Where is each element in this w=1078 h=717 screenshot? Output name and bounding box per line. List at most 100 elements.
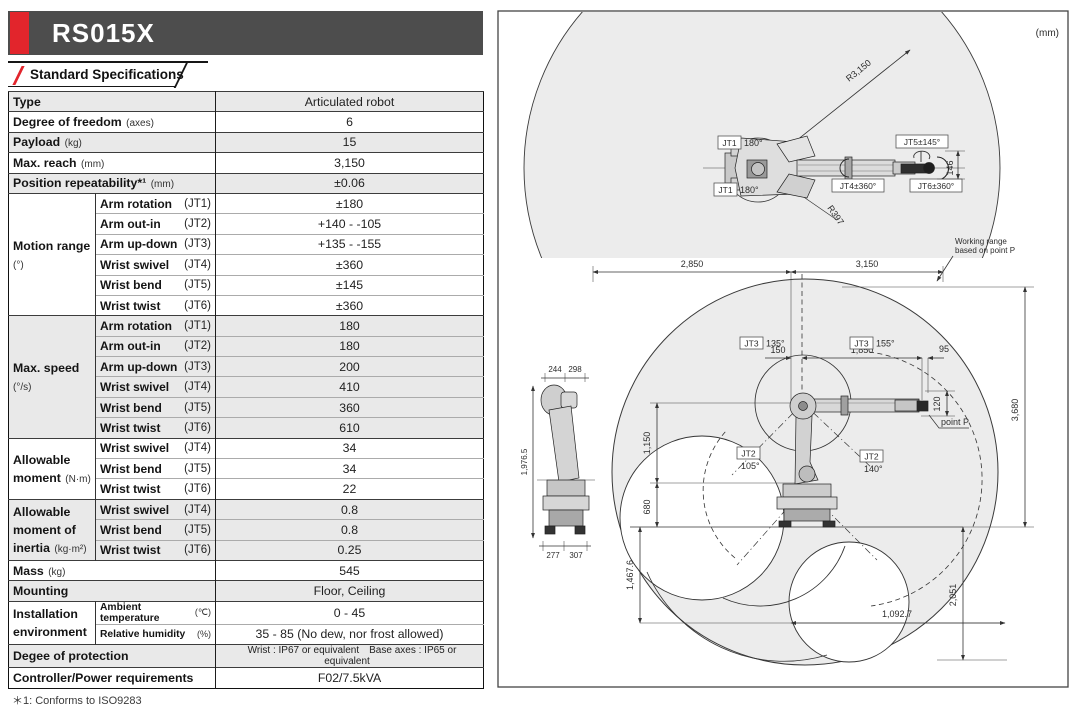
- spec-row: Wrist twist(JT6)610: [9, 417, 484, 439]
- dim-2051: 2,051: [948, 584, 958, 607]
- diagram-panel: (mm): [497, 10, 1069, 688]
- spec-row: Position repeatability*¹ (mm) ±0.06: [8, 172, 484, 194]
- svg-text:105°: 105°: [741, 461, 760, 471]
- svg-text:based on point P: based on point P: [955, 246, 1015, 255]
- dim-3680: 3,680: [1010, 399, 1020, 422]
- jt6-label: JT6±360°: [909, 178, 963, 193]
- spec-row: Type Articulated robot: [8, 90, 484, 112]
- jt3-label-right: JT3 155°: [849, 336, 895, 350]
- spec-row: Arm out-in(JT2)180: [9, 335, 484, 357]
- robot-side-view-silhouette: [776, 392, 929, 528]
- svg-text:JT3: JT3: [854, 339, 868, 349]
- spec-row: Arm out-in(JT2)+140 - -105: [9, 213, 484, 235]
- spec-row: Wrist bend(JT5)34: [9, 458, 484, 479]
- jt2-label-right: JT2 140°: [859, 449, 884, 474]
- group-label-installation: Installation environment: [8, 600, 96, 645]
- row-label: Position repeatability*¹: [13, 176, 147, 191]
- row-value: 3,150: [215, 152, 484, 174]
- group-label-allowable-moment: Allowable moment (N·m): [8, 437, 96, 500]
- dim-95: 95: [939, 344, 949, 354]
- svg-text:155°: 155°: [876, 339, 895, 349]
- side-view: 2,850 3,150 3,680 150 1,850 95 120 point…: [520, 259, 1034, 666]
- svg-text:JT2: JT2: [864, 452, 878, 462]
- spec-row: Mounting Floor, Ceiling: [8, 580, 484, 602]
- spec-row: Arm up-down(JT3)200: [9, 356, 484, 377]
- row-label: Max. reach: [13, 155, 77, 170]
- dim-3150: 3,150: [856, 259, 879, 269]
- svg-text:180°: 180°: [740, 185, 759, 195]
- spec-row: Wrist twist(JT6)0.25: [9, 539, 484, 561]
- spec-row: Degee of protection Wrist : IP67 or equi…: [8, 644, 484, 668]
- spec-row: Wrist swivel(JT4)410: [9, 376, 484, 398]
- svg-text:JT6±360°: JT6±360°: [918, 181, 954, 191]
- red-accent-bar: [10, 12, 29, 54]
- working-range-note: Working range based on point P: [936, 237, 1015, 282]
- section-ribbon: Standard Specifications: [8, 61, 208, 89]
- spec-row: Wrist bend(JT5)0.8: [9, 519, 484, 541]
- row-label: Degree of freedom: [13, 115, 122, 130]
- spec-row: Payload (kg) 15: [8, 131, 484, 153]
- spec-row: Installation environment Ambient tempera…: [8, 600, 484, 645]
- jt2-label-left: JT2 105°: [736, 446, 761, 471]
- dim-2850: 2,850: [681, 259, 704, 269]
- robot-top-view-silhouette: [724, 135, 949, 199]
- row-label: Type: [13, 94, 41, 109]
- dim-307: 307: [569, 551, 583, 560]
- spec-row: Controller/Power requirements F02/7.5kVA: [8, 667, 484, 689]
- dim-298: 298: [568, 365, 582, 374]
- row-value: ±0.06: [215, 172, 484, 194]
- jt3-label-left: JT3 135°: [739, 336, 785, 350]
- spec-row: Wrist bend(JT5)360: [9, 396, 484, 418]
- robot-profile-view: [540, 384, 590, 535]
- spec-row: Mass (kg) 545: [8, 559, 484, 581]
- group-label-motion-range: Motion range (°): [8, 192, 96, 316]
- group-label-moment-of-inertia: Allowable moment of inertia (kg·m²): [8, 498, 96, 561]
- spec-row: Allowable moment of inertia (kg·m²) Wris…: [8, 498, 484, 561]
- spec-row: Wrist twist(JT6)±360: [9, 294, 484, 316]
- row-value: 15: [215, 131, 484, 153]
- dim-244: 244: [548, 365, 562, 374]
- svg-text:JT2: JT2: [741, 449, 755, 459]
- jt1-label-bottom: JT1 180°: [713, 182, 759, 197]
- svg-text:135°: 135°: [766, 339, 785, 349]
- dim-1976: 1,976.5: [520, 448, 529, 475]
- row-value: Articulated robot: [215, 90, 484, 112]
- svg-text:JT4±360°: JT4±360°: [840, 181, 876, 191]
- spec-row: Wrist swivel(JT4)±360: [9, 254, 484, 276]
- spec-row: Wrist bend(JT5)±145: [9, 274, 484, 296]
- footnote: ＊1: Conforms to ISO9283: [12, 695, 142, 707]
- row-value: ±180: [215, 192, 484, 214]
- svg-text:Working range: Working range: [955, 237, 1007, 246]
- svg-text:180°: 180°: [744, 138, 763, 148]
- model-header-bar: RS015X: [8, 11, 483, 55]
- spec-row: Max. reach (mm) 3,150: [8, 152, 484, 174]
- point-p-label: point P: [941, 417, 969, 427]
- dim-120: 120: [932, 396, 942, 411]
- dim-680: 680: [642, 499, 652, 514]
- spec-row: Wrist twist(JT6)22: [9, 478, 484, 500]
- row-label: Payload: [13, 135, 61, 150]
- model-name: RS015X: [52, 18, 155, 48]
- row-value: 6: [215, 111, 484, 133]
- top-view: R3,150 R397 JT1 180° JT1 180° JT5±145° J…: [523, 12, 1001, 258]
- svg-text:140°: 140°: [864, 464, 883, 474]
- dim-146: 146: [945, 160, 955, 175]
- red-slash-icon: [12, 66, 25, 85]
- svg-text:JT3: JT3: [744, 339, 758, 349]
- spec-row: Max. speed (°/s) Arm rotation(JT1) 180: [8, 315, 484, 439]
- dim-1092: 1,092.7: [882, 609, 912, 619]
- spec-row: Motion range (°) Arm rotation(JT1) ±180: [8, 192, 484, 316]
- dim-1150: 1,150: [642, 432, 652, 455]
- svg-text:JT1: JT1: [722, 138, 736, 148]
- svg-text:JT1: JT1: [718, 185, 732, 195]
- rotation-arrow-icon: [913, 150, 931, 162]
- dim-150: 150: [770, 345, 785, 355]
- ribbon-underline: [8, 86, 176, 87]
- dim-277: 277: [546, 551, 560, 560]
- jt4-label: JT4±360°: [831, 178, 885, 193]
- spec-row: Relative humidity(%) 35 - 85 (No dew, no…: [9, 623, 484, 645]
- spec-row: Arm up-down(JT3)+135 - -155: [9, 233, 484, 255]
- spec-table: Type Articulated robot Degree of freedom…: [8, 90, 485, 689]
- svg-text:JT5±145°: JT5±145°: [904, 137, 940, 147]
- dim-1850: 1,850: [851, 345, 874, 355]
